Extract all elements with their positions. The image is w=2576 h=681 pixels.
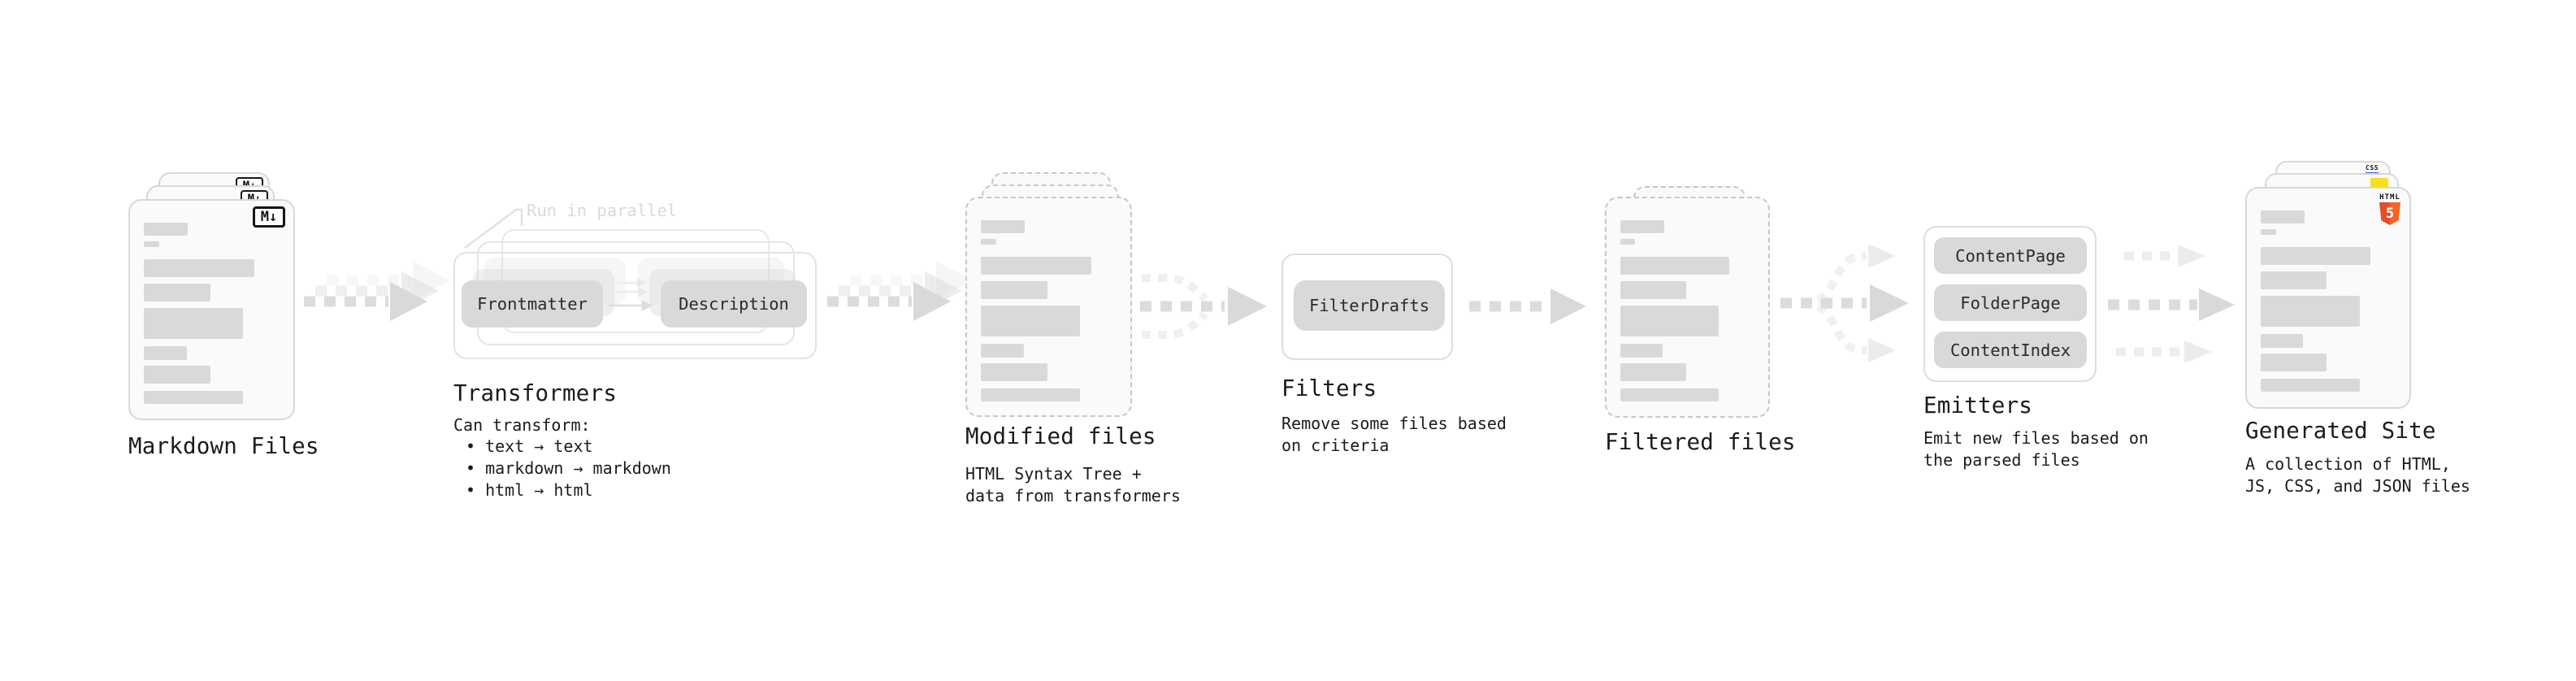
text-line [144, 241, 159, 247]
text-line [1620, 363, 1686, 381]
html5-icon-word: HTML [2379, 193, 2400, 202]
text-line [981, 306, 1081, 336]
html-file-card: HTML 5 [2245, 187, 2411, 409]
modified-files-label: Modified files [965, 423, 1156, 449]
placeholder-text-lines [981, 220, 1119, 401]
modified-files-caption: HTML Syntax Tree + data from transformer… [965, 464, 1181, 505]
annotation-leader-line [464, 208, 523, 249]
placeholder-text-lines [144, 223, 282, 404]
emitters-box [1923, 226, 2097, 382]
arrow-markdown-to-transformers [304, 261, 450, 321]
emitters-title: Emitters [1923, 393, 2033, 419]
text-line [1620, 281, 1686, 299]
markdown-file-card: M↓ [128, 199, 295, 420]
bullet-item: • html → html [466, 480, 593, 500]
text-line [2261, 271, 2327, 289]
filtered-files-label: Filtered files [1605, 429, 1796, 455]
contentpage-node: ContentPage [1934, 237, 2087, 274]
text-line [981, 344, 1024, 358]
description-node: Description [661, 280, 807, 327]
text-line [981, 363, 1047, 381]
generated-site-label: Generated Site [2245, 418, 2436, 444]
filters-box [1281, 254, 1453, 360]
text-line [1620, 388, 1719, 401]
placeholder-text-lines [2261, 210, 2398, 392]
text-line [2261, 354, 2327, 371]
filterdrafts-node: FilterDrafts [1294, 280, 1445, 331]
text-line [981, 388, 1081, 401]
bullet-item: • markdown → markdown [466, 458, 671, 478]
transformers-caption-heading: Can transform: [453, 415, 591, 435]
text-line [2261, 229, 2276, 235]
generated-site-caption: A collection of HTML, JS, CSS, and JSON … [2245, 454, 2470, 496]
arrow-contentpage-to-site [2124, 245, 2205, 267]
text-line [2261, 210, 2305, 223]
text-line [2261, 247, 2371, 265]
text-line [144, 346, 187, 360]
arrow-modified-to-filters [1140, 274, 1267, 339]
text-line [144, 259, 254, 277]
html5-icon: HTML 5 [2377, 193, 2403, 225]
text-line [981, 220, 1026, 233]
filters-title: Filters [1281, 375, 1377, 401]
text-line [144, 366, 210, 384]
markdown-files-label: Markdown Files [128, 433, 319, 459]
text-line [144, 391, 244, 404]
text-line [1620, 239, 1636, 245]
arrow-transformers-to-modified [827, 261, 974, 321]
arrow-filters-to-filtered [1469, 288, 1586, 324]
transformers-bullet-list: • text → text • markdown → markdown • ht… [466, 436, 671, 501]
arrow-filtered-to-emitters [1780, 244, 1909, 362]
arrow-contentindex-to-site [2116, 340, 2212, 363]
text-line [1620, 220, 1664, 233]
text-line [1620, 344, 1663, 358]
text-line [144, 223, 189, 236]
text-line [2261, 296, 2360, 327]
run-in-parallel-annotation: Run in parallel [527, 201, 678, 220]
text-line [981, 281, 1047, 299]
contentindex-node: ContentIndex [1934, 332, 2087, 368]
transformers-box [453, 252, 817, 359]
emitters-caption: Emit new files based on the parsed files [1923, 428, 2149, 470]
filters-caption: Remove some files based on criteria [1281, 414, 1507, 455]
text-line [1620, 257, 1730, 275]
bullet-item: • text → text [466, 436, 593, 456]
text-line [144, 284, 210, 301]
text-line [981, 257, 1091, 275]
text-line [2261, 334, 2304, 348]
text-line [144, 308, 244, 339]
text-line [981, 239, 996, 245]
text-line [2261, 379, 2360, 392]
placeholder-text-lines [1620, 220, 1757, 401]
folderpage-node: FolderPage [1934, 284, 2087, 321]
transformers-title: Transformers [453, 380, 618, 406]
filtered-file-card [1605, 197, 1770, 418]
html5-icon-shield: 5 [2379, 202, 2400, 225]
modified-file-card [965, 197, 1132, 417]
arrow-folderpage-to-site [2108, 288, 2235, 321]
frontmatter-node: Frontmatter [462, 280, 603, 327]
parallel-run-arrows-icon [608, 278, 653, 311]
markdown-icon: M↓ [253, 206, 285, 228]
text-line [1620, 306, 1719, 336]
